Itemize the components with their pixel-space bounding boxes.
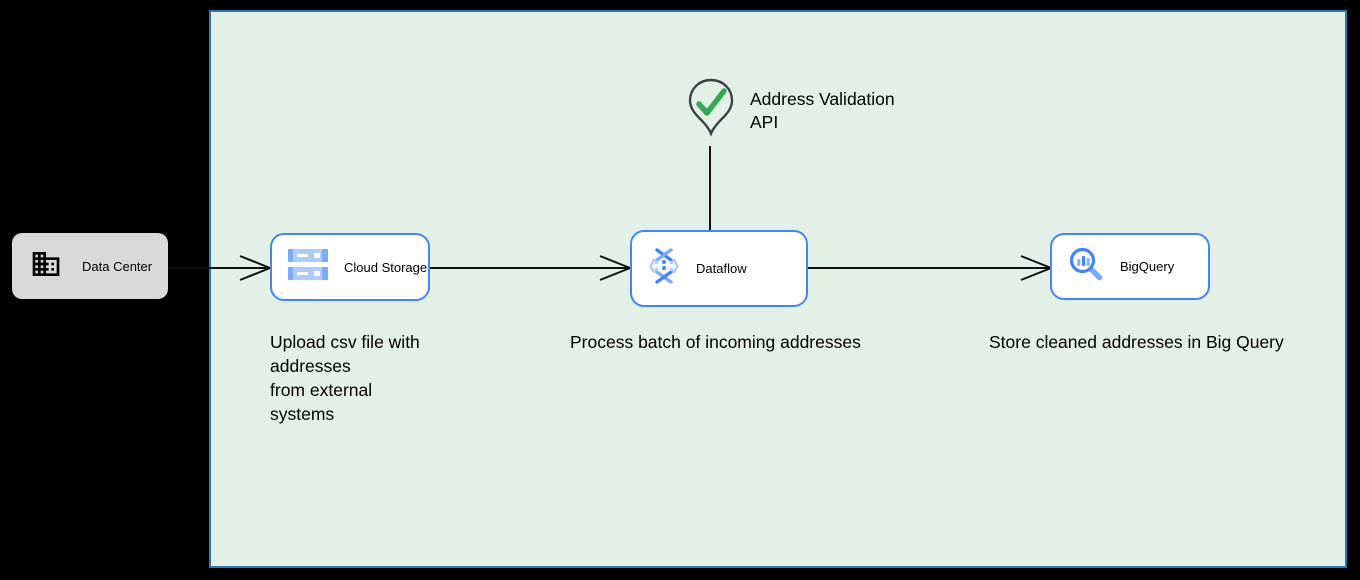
connector-dataflow-to-bigquery xyxy=(807,255,1053,281)
connector-datacenter-to-cloudstorage xyxy=(168,255,272,281)
connector-cloudstorage-to-dataflow xyxy=(430,255,632,281)
cloud-storage-label: Cloud Storage xyxy=(344,259,428,275)
node-dataflow[interactable]: Dataflow xyxy=(630,230,808,307)
caption-line: addresses xyxy=(270,356,351,376)
api-label-line2: API xyxy=(750,112,779,132)
caption-line: Upload csv file with xyxy=(270,332,420,352)
dataflow-icon xyxy=(648,248,680,289)
caption-cloud-storage: Upload csv file with addresses from exte… xyxy=(270,330,420,426)
caption-line: from external xyxy=(270,380,373,400)
bigquery-icon xyxy=(1068,246,1104,287)
data-center-label: Data Center xyxy=(82,258,153,274)
data-center-building-icon xyxy=(30,248,62,285)
caption-dataflow: Process batch of incoming addresses xyxy=(570,332,861,352)
api-label-line1: Address Validation xyxy=(750,89,895,109)
pin-outline-icon xyxy=(688,78,734,137)
check-icon xyxy=(696,88,727,116)
address-validation-pin[interactable] xyxy=(687,78,735,142)
node-bigquery[interactable]: BigQuery xyxy=(1050,233,1210,300)
node-data-center[interactable]: Data Center xyxy=(12,233,168,299)
cloud-storage-icon xyxy=(288,249,328,285)
dataflow-label: Dataflow xyxy=(696,261,747,276)
node-cloud-storage[interactable]: Cloud Storage xyxy=(270,233,430,301)
api-marker-label: Address Validation API xyxy=(750,88,895,134)
connector-api-to-dataflow xyxy=(709,146,711,230)
caption-line: systems xyxy=(270,404,335,424)
bigquery-label: BigQuery xyxy=(1120,259,1175,274)
caption-bigquery: Store cleaned addresses in Big Query xyxy=(989,332,1284,352)
